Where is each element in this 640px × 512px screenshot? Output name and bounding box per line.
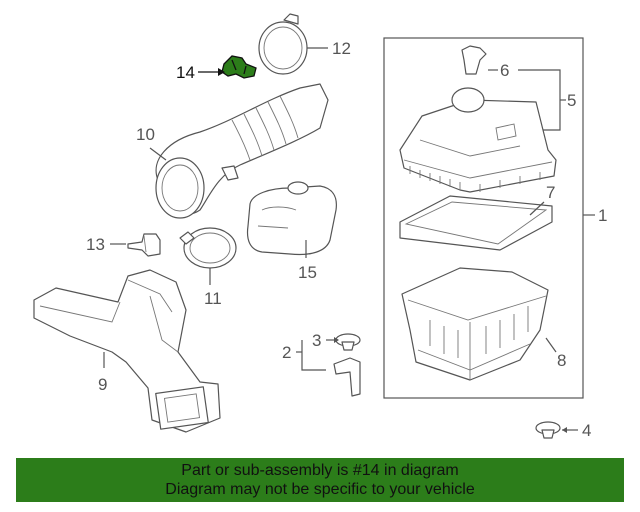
assembly-1-frame — [383, 37, 584, 399]
part-15-resonator[interactable] — [246, 181, 337, 256]
callout-leader-10 — [149, 147, 167, 161]
callout-leader-7 — [529, 201, 545, 216]
callout-arrow-3 — [334, 337, 339, 343]
callout-14[interactable]: 14 — [176, 63, 195, 82]
callout-15[interactable]: 15 — [298, 263, 317, 282]
callout-9[interactable]: 9 — [98, 375, 107, 394]
part-3-clip[interactable] — [335, 333, 361, 351]
part-13-screw[interactable] — [127, 233, 161, 257]
part-12-clamp[interactable] — [258, 13, 308, 75]
banner-line-1: Part or sub-assembly is #14 in diagram — [181, 462, 459, 479]
callout-12[interactable]: 12 — [332, 39, 351, 58]
callout-2[interactable]: 2 — [282, 343, 291, 362]
callout-10[interactable]: 10 — [136, 125, 155, 144]
part-7-filter[interactable] — [399, 195, 553, 251]
callout-13[interactable]: 13 — [86, 235, 105, 254]
callout-8[interactable]: 8 — [557, 351, 566, 370]
callout-1[interactable]: 1 — [598, 206, 607, 225]
part-11-clamp[interactable] — [179, 227, 237, 269]
part-9-air-duct[interactable] — [33, 269, 221, 433]
parts-diagram: 1 2 3 4 5 6 7 8 9 10 11 12 13 14 15 — [33, 13, 607, 440]
part-4-grommet[interactable] — [535, 421, 561, 439]
callout-leader-8 — [545, 337, 557, 353]
callout-3[interactable]: 3 — [312, 331, 321, 350]
banner-line-2: Diagram may not be specific to your vehi… — [165, 481, 475, 498]
callout-arrow-4 — [562, 427, 567, 433]
part-10-intake-hose[interactable] — [155, 83, 329, 219]
callout-6[interactable]: 6 — [500, 61, 509, 80]
part-8-case[interactable] — [401, 267, 549, 381]
callout-arrow-14 — [218, 68, 225, 76]
bracket-2 — [301, 340, 326, 371]
callout-7[interactable]: 7 — [546, 183, 555, 202]
part-14-sensor[interactable] — [221, 55, 257, 79]
info-banner: Part or sub-assembly is #14 in diagram D… — [16, 458, 624, 502]
callout-5[interactable]: 5 — [567, 91, 576, 110]
callout-11[interactable]: 11 — [204, 289, 222, 308]
part-6-grommet[interactable] — [461, 45, 487, 75]
part-2-bracket[interactable] — [333, 357, 361, 397]
part-5-cover[interactable] — [399, 87, 557, 193]
callout-4[interactable]: 4 — [582, 421, 591, 440]
